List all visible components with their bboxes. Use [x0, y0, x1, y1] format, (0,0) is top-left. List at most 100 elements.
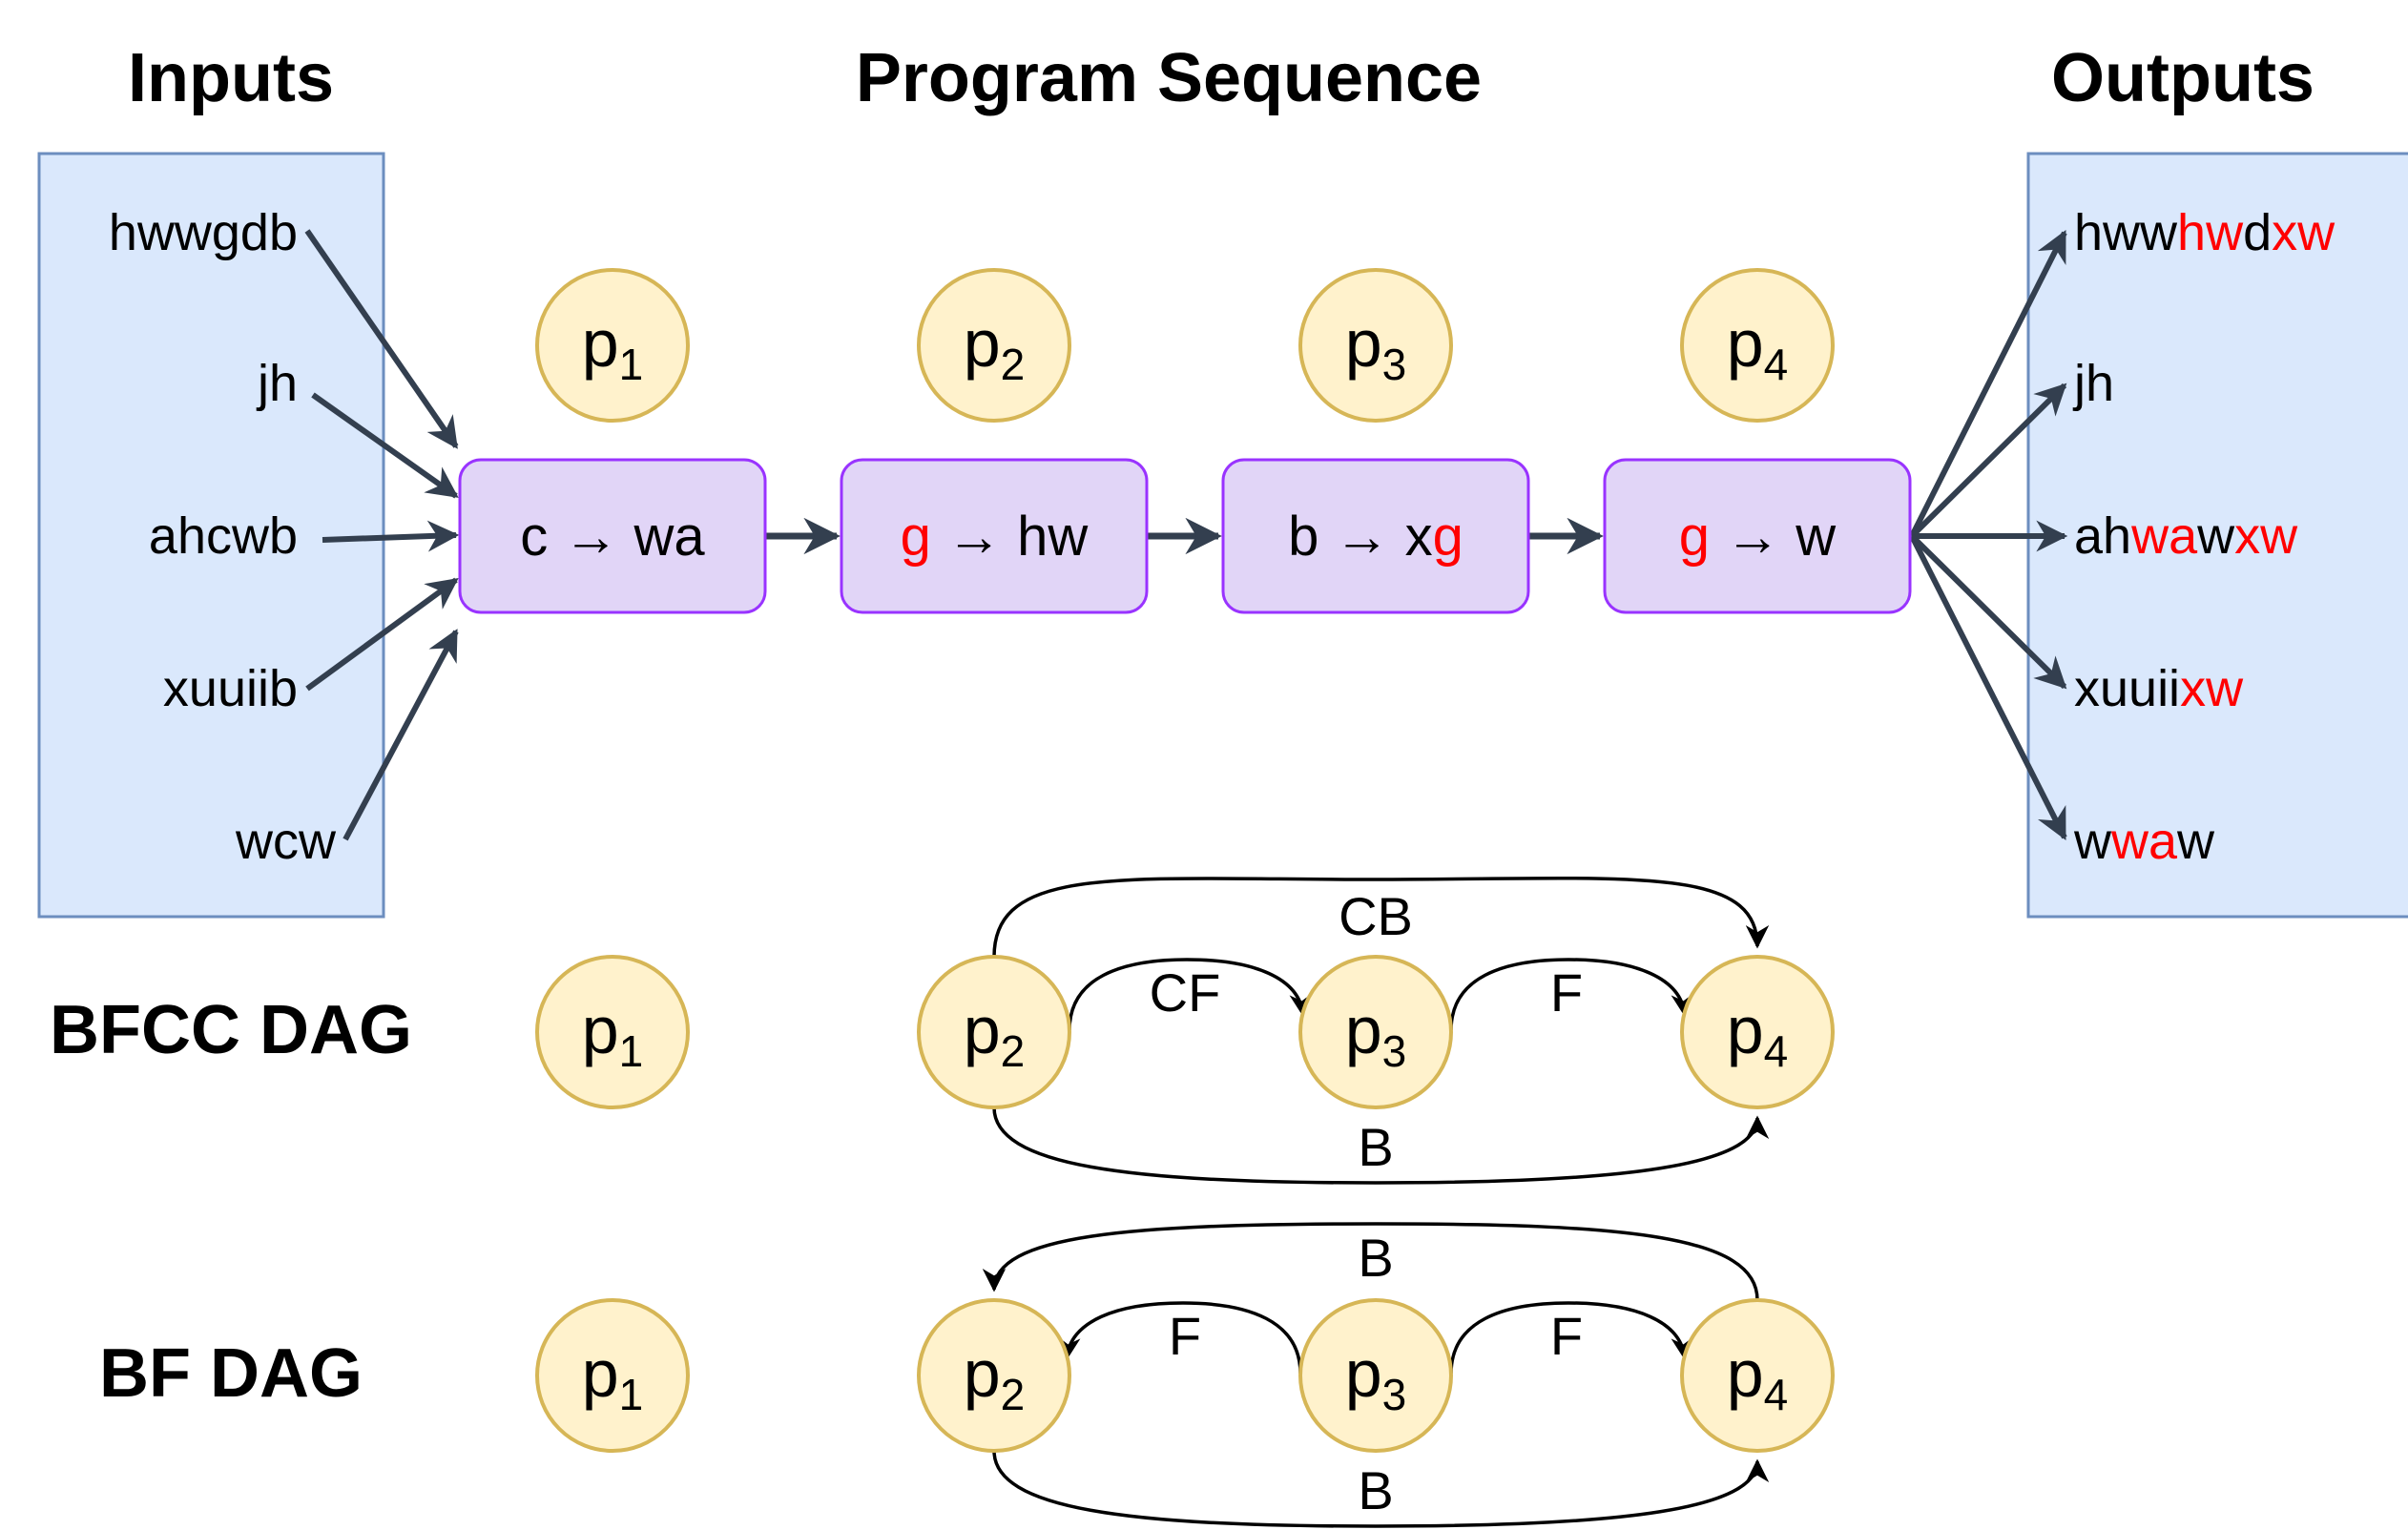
- bf-node-p3: p3: [1298, 1298, 1453, 1453]
- output-list: hwwhwdxw jh ahwawxw xuuiixw wwaw: [2072, 204, 2335, 870]
- program-node-p3: p3: [1298, 268, 1453, 423]
- input-item: hwwgdb: [109, 204, 298, 261]
- outputs-heading: Outputs: [2051, 40, 2315, 116]
- bf-edge-label: B: [1358, 1460, 1393, 1520]
- rule-text-highlight: g: [1679, 506, 1710, 568]
- output-arrow: [1909, 230, 2067, 538]
- program-node-p1: p1: [535, 268, 690, 423]
- output-arrow: [1909, 382, 2067, 539]
- output-text-segment: jh: [2072, 355, 2114, 412]
- input-item: jh: [256, 355, 298, 412]
- output-text-segment: ah: [2074, 507, 2131, 565]
- bf-node-p4: p4: [1680, 1298, 1835, 1453]
- rule-box: g → hw: [840, 458, 1149, 614]
- bfcc-edge-label: B: [1358, 1117, 1393, 1177]
- bf-dag: B F F B p1 p2 p3 p4: [535, 1222, 1835, 1528]
- output-text-highlight: wa: [2130, 507, 2198, 565]
- svg-text:p4: p4: [1727, 306, 1789, 389]
- program-node-p4: p4: [1680, 268, 1835, 423]
- bfcc-edge-cb: [992, 876, 1770, 958]
- svg-text:p1: p1: [582, 306, 644, 389]
- rule-text-segment: x: [1405, 506, 1433, 568]
- inputs-panel: [37, 152, 385, 919]
- rule-box: b → xg: [1221, 458, 1530, 614]
- bf-edge-b-top: [982, 1222, 1759, 1301]
- output-item: xuuiixw: [2074, 660, 2244, 717]
- bfcc-edge-cf: [1068, 958, 1313, 1031]
- rule-text-segment: →: [1318, 506, 1404, 568]
- input-arrow: [304, 229, 459, 449]
- svg-text:p1: p1: [582, 993, 644, 1076]
- bf-node-p1: p1: [535, 1298, 690, 1453]
- bf-node-p2: p2: [917, 1298, 1071, 1453]
- rule-text-segment: →: [1710, 506, 1796, 568]
- output-item: wwaw: [2073, 813, 2215, 870]
- rule-box: c → wa: [458, 458, 767, 614]
- output-item: jh: [2072, 355, 2114, 412]
- bf-edge-label: F: [1550, 1306, 1583, 1366]
- output-item: hwwhwdxw: [2074, 204, 2335, 261]
- output-item: ahwawxw: [2074, 507, 2298, 565]
- bf-edge-f-right: [1449, 1301, 1694, 1375]
- bfcc-edge-label: F: [1550, 962, 1583, 1023]
- bfcc-node-p1: p1: [535, 955, 690, 1109]
- input-arrow: [311, 392, 459, 499]
- svg-text:p2: p2: [964, 993, 1026, 1076]
- rule-text-segment: c: [520, 506, 548, 568]
- bf-edge-label: F: [1169, 1306, 1201, 1366]
- program-node-p2: p2: [917, 268, 1071, 423]
- bfcc-dag: CB CF F B p1 p2 p3 p4: [535, 876, 1835, 1185]
- bfcc-edge-label: CF: [1150, 962, 1221, 1023]
- svg-text:g → w: g → w: [1679, 506, 1837, 568]
- output-arrow: [1909, 534, 2067, 840]
- bfcc-node-p2: p2: [917, 955, 1071, 1109]
- program-nodes: p1 p2 p3 p4: [535, 268, 1835, 423]
- svg-text:p3: p3: [1345, 1336, 1407, 1419]
- output-text-segment: d: [2243, 204, 2272, 261]
- bfcc-edge-b: [992, 1106, 1770, 1185]
- bf-edge-b-bottom: [992, 1450, 1770, 1528]
- program-sequence-heading: Program Sequence: [856, 40, 1482, 116]
- output-text-segment: w: [2073, 813, 2112, 870]
- bfcc-node-p4: p4: [1680, 955, 1835, 1109]
- bfcc-dag-heading: BFCC DAG: [50, 992, 412, 1068]
- output-text-highlight: hw: [2177, 204, 2244, 261]
- output-text-highlight: xw: [2180, 660, 2244, 717]
- rule-boxes: c → wa g → hw b → xg g → w: [458, 458, 1912, 614]
- bfcc-edge-label: CB: [1339, 886, 1413, 946]
- svg-text:p3: p3: [1345, 993, 1407, 1076]
- input-arrows: [304, 229, 460, 841]
- bfcc-node-p3: p3: [1298, 955, 1453, 1109]
- rule-text-highlight: g: [1433, 506, 1463, 568]
- input-item: wcw: [235, 813, 337, 870]
- output-text-segment: hww: [2074, 204, 2178, 261]
- rule-text-segment: →: [548, 506, 633, 568]
- output-text-highlight: xw: [2272, 204, 2335, 261]
- rule-text-segment: hw: [1017, 506, 1089, 568]
- svg-text:p2: p2: [964, 306, 1026, 389]
- svg-text:c → wa: c → wa: [520, 506, 705, 568]
- output-arrows: [1909, 230, 2068, 840]
- svg-text:p1: p1: [582, 1336, 644, 1419]
- input-arrow: [322, 520, 460, 552]
- bf-edge-label: B: [1358, 1228, 1393, 1288]
- bfcc-edges: [992, 876, 1770, 1185]
- svg-text:p4: p4: [1727, 1336, 1789, 1419]
- outputs-panel: [2026, 152, 2408, 919]
- svg-text:p4: p4: [1727, 993, 1789, 1076]
- svg-text:b → xg: b → xg: [1288, 506, 1463, 568]
- output-text-segment: w: [2176, 813, 2215, 870]
- input-arrow: [343, 629, 459, 841]
- bf-edge-f-left: [1057, 1301, 1302, 1375]
- svg-text:p2: p2: [964, 1336, 1026, 1419]
- rule-box: g → w: [1603, 458, 1912, 614]
- bfcc-edge-f: [1449, 958, 1694, 1031]
- rule-text-segment: →: [931, 506, 1017, 568]
- svg-text:g → hw: g → hw: [901, 506, 1090, 568]
- rule-text-segment: w: [1795, 506, 1837, 568]
- output-arrow: [1909, 533, 2067, 690]
- rule-text-segment: b: [1288, 506, 1318, 568]
- bf-edges: [982, 1222, 1770, 1528]
- output-text-segment: w: [2196, 507, 2235, 565]
- bf-dag-heading: BF DAG: [99, 1335, 363, 1412]
